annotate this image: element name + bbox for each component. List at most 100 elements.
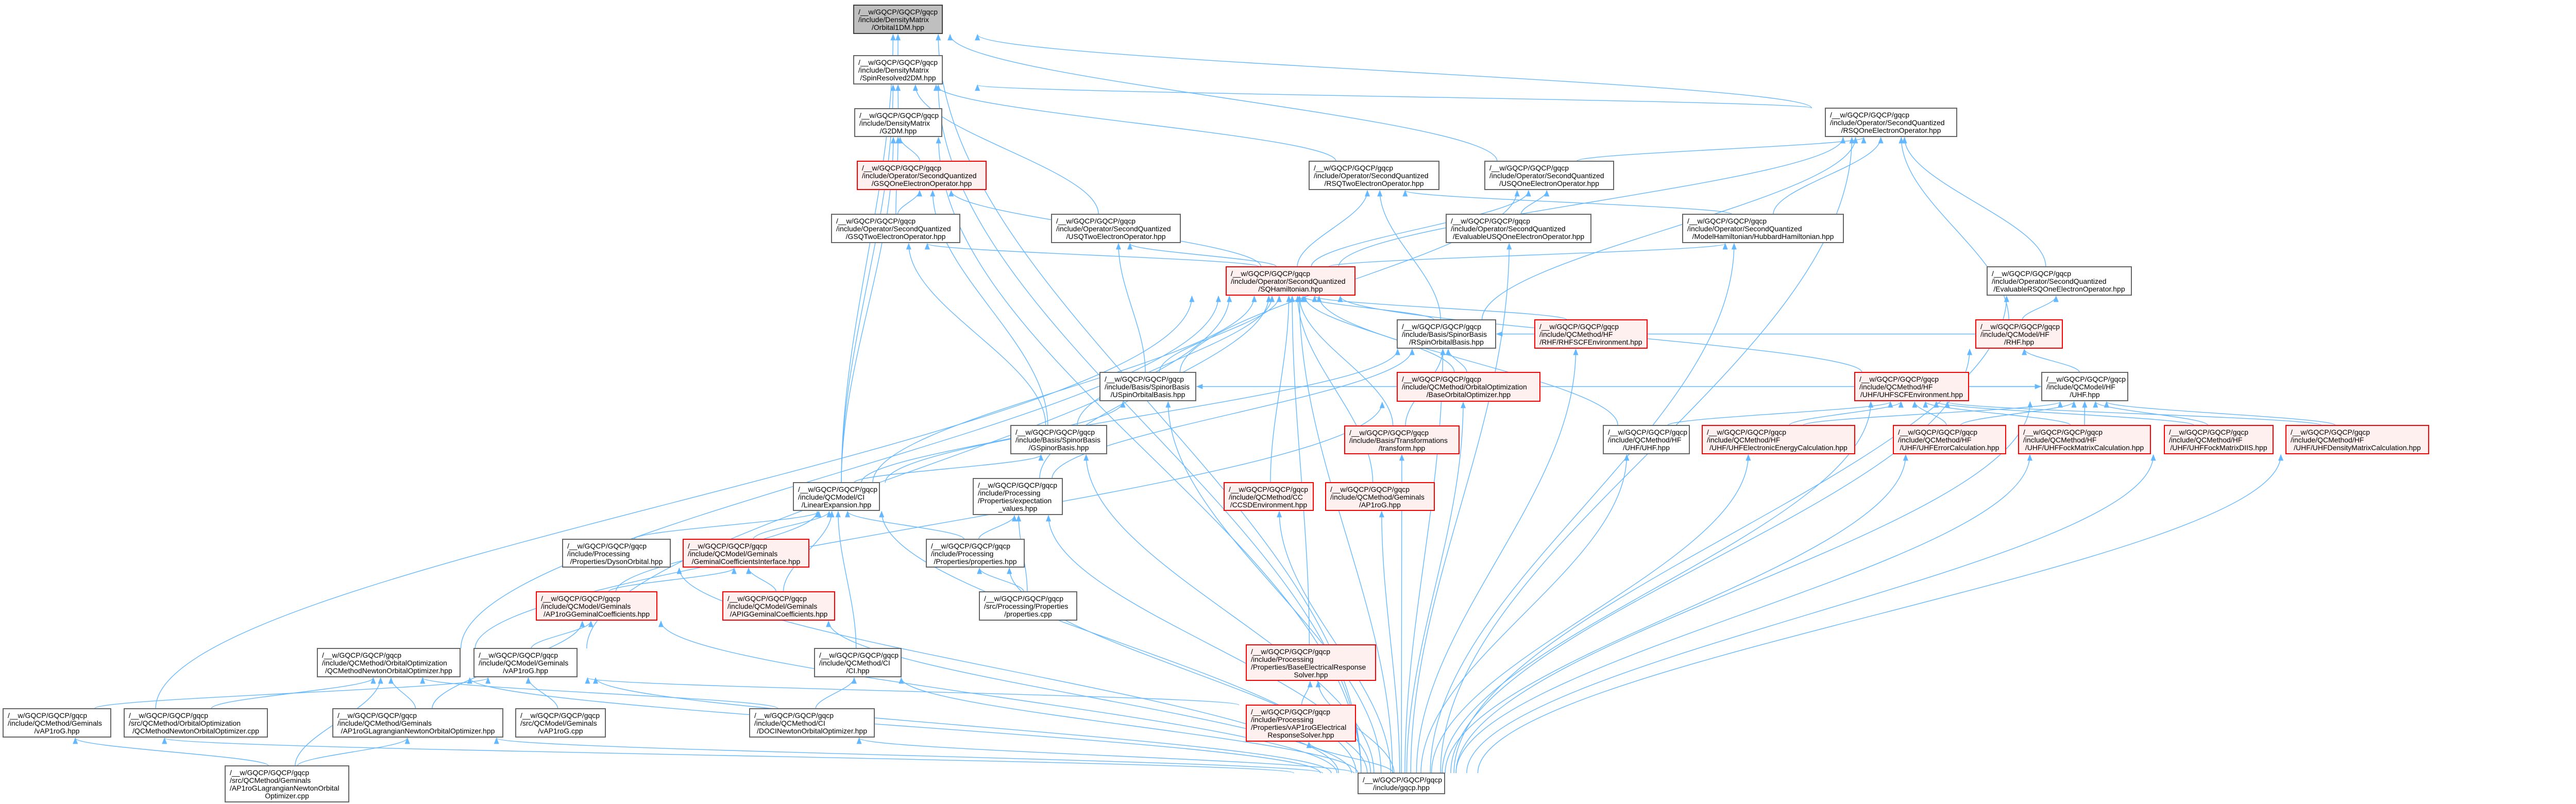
graph-node-doci[interactable]: /__w/GQCP/GQCP/gqcp/include/QCMethod/CI/… <box>749 708 875 738</box>
graph-node-uhferror[interactable]: /__w/GQCP/GQCP/gqcp/include/QCMethod/HF/… <box>1893 425 2006 454</box>
node-box[interactable] <box>1246 705 1356 742</box>
node-box[interactable] <box>1099 372 1196 401</box>
node-box[interactable] <box>722 591 835 621</box>
node-box[interactable] <box>1051 214 1181 243</box>
graph-node-ccsd[interactable]: /__w/GQCP/GQCP/gqcp/include/QCMethod/CC/… <box>1224 482 1314 511</box>
node-box[interactable] <box>1344 425 1460 454</box>
graph-node-rhfscf[interactable]: /__w/GQCP/GQCP/gqcp/include/QCMethod/HF/… <box>1534 319 1648 349</box>
graph-node-vap1model[interactable]: /__w/GQCP/GQCP/gqcp/include/QCModel/Gemi… <box>473 648 578 677</box>
node-box[interactable] <box>1603 425 1690 454</box>
graph-node-evusq[interactable]: /__w/GQCP/GQCP/gqcp/include/Operator/Sec… <box>1446 214 1591 243</box>
node-box[interactable] <box>1358 773 1445 794</box>
node-box[interactable] <box>853 55 943 84</box>
graph-node-dyson[interactable]: /__w/GQCP/GQCP/gqcp/include/Processing/P… <box>562 539 671 568</box>
node-box[interactable] <box>2041 372 2128 401</box>
graph-node-usq1[interactable]: /__w/GQCP/GQCP/gqcp/include/Operator/Sec… <box>1484 161 1614 190</box>
graph-node-diis[interactable]: /__w/GQCP/GQCP/gqcp/include/QCMethod/HF/… <box>2164 425 2274 454</box>
graph-node-rsq1[interactable]: /__w/GQCP/GQCP/gqcp/include/Operator/Sec… <box>1825 108 1957 137</box>
node-box[interactable] <box>683 539 809 568</box>
graph-node-usob[interactable]: /__w/GQCP/GQCP/gqcp/include/Basis/Spinor… <box>1099 372 1196 401</box>
graph-node-o1dm[interactable]: /__w/GQCP/GQCP/gqcp/include/DensityMatri… <box>853 5 943 34</box>
graph-node-uhffock[interactable]: /__w/GQCP/GQCP/gqcp/include/QCMethod/HF/… <box>2018 425 2151 454</box>
node-box[interactable] <box>1397 372 1540 402</box>
node-box[interactable] <box>979 591 1077 621</box>
graph-node-gqcp[interactable]: /__w/GQCP/GQCP/gqcp/include/gqcp.hpp <box>1358 773 1445 794</box>
node-box[interactable] <box>973 478 1063 515</box>
node-box[interactable] <box>2018 425 2151 454</box>
node-box[interactable] <box>1309 161 1439 190</box>
node-box[interactable] <box>1446 214 1591 243</box>
graph-node-uhfscf[interactable]: /__w/GQCP/GQCP/gqcp/include/QCMethod/HF/… <box>1854 372 1969 401</box>
node-box[interactable] <box>1893 425 2006 454</box>
graph-node-vap1cpp[interactable]: /__w/GQCP/GQCP/gqcp/src/QCModel/Geminals… <box>515 708 606 738</box>
graph-node-ap1gc[interactable]: /__w/GQCP/GQCP/gqcp/include/QCModel/Gemi… <box>536 591 657 621</box>
node-box[interactable] <box>1325 482 1435 511</box>
graph-node-uhfmethod[interactable]: /__w/GQCP/GQCP/gqcp/include/QCMethod/HF/… <box>1603 425 1690 454</box>
graph-node-evrsq[interactable]: /__w/GQCP/GQCP/gqcp/include/Operator/Sec… <box>1987 266 2132 296</box>
graph-node-apig[interactable]: /__w/GQCP/GQCP/gqcp/include/QCModel/Gemi… <box>722 591 835 621</box>
graph-node-linexp[interactable]: /__w/GQCP/GQCP/gqcp/include/QCModel/CI/L… <box>793 482 880 511</box>
graph-node-ci[interactable]: /__w/GQCP/GQCP/gqcp/include/QCMethod/CI/… <box>814 648 902 677</box>
node-box[interactable] <box>562 539 671 568</box>
node-box[interactable] <box>1246 644 1376 681</box>
node-box[interactable] <box>1975 319 2063 349</box>
node-box[interactable] <box>814 648 902 677</box>
graph-node-vap1ers[interactable]: /__w/GQCP/GQCP/gqcp/include/Processing/P… <box>1246 705 1356 742</box>
graph-node-propshpp[interactable]: /__w/GQCP/GQCP/gqcp/include/Processing/P… <box>926 539 1025 568</box>
node-box[interactable] <box>1397 319 1496 349</box>
node-box[interactable] <box>1854 372 1969 401</box>
node-box[interactable] <box>3 708 111 738</box>
graph-node-rsq2[interactable]: /__w/GQCP/GQCP/gqcp/include/Operator/Sec… <box>1309 161 1439 190</box>
node-box[interactable] <box>853 5 943 34</box>
graph-node-ap1lagcpp[interactable]: /__w/GQCP/GQCP/gqcp/src/QCMethod/Geminal… <box>225 765 349 802</box>
graph-node-sr2dm[interactable]: /__w/GQCP/GQCP/gqcp/include/DensityMatri… <box>853 55 943 84</box>
graph-node-ap1rog[interactable]: /__w/GQCP/GQCP/gqcp/include/QCMethod/Gem… <box>1325 482 1435 511</box>
node-box[interactable] <box>857 161 987 190</box>
graph-node-uhfenergy[interactable]: /__w/GQCP/GQCP/gqcp/include/QCMethod/HF/… <box>1702 425 1855 454</box>
node-box[interactable] <box>332 708 503 738</box>
node-box[interactable] <box>793 482 880 511</box>
graph-node-uhfmodel[interactable]: /__w/GQCP/GQCP/gqcp/include/QCModel/HF/U… <box>2041 372 2128 401</box>
graph-node-transform[interactable]: /__w/GQCP/GQCP/gqcp/include/Basis/Transf… <box>1344 425 1460 454</box>
graph-node-vap1method[interactable]: /__w/GQCP/GQCP/gqcp/include/QCMethod/Gem… <box>3 708 111 738</box>
node-box[interactable] <box>1484 161 1614 190</box>
node-box[interactable] <box>831 214 960 243</box>
node-box[interactable] <box>536 591 657 621</box>
node-box[interactable] <box>1226 266 1355 296</box>
graph-node-baseoo[interactable]: /__w/GQCP/GQCP/gqcp/include/QCMethod/Orb… <box>1397 372 1540 402</box>
graph-node-g2dm[interactable]: /__w/GQCP/GQCP/gqcp/include/DensityMatri… <box>854 108 942 137</box>
graph-node-gsq1[interactable]: /__w/GQCP/GQCP/gqcp/include/Operator/Sec… <box>857 161 987 190</box>
node-box[interactable] <box>749 708 875 738</box>
node-box[interactable] <box>1825 108 1957 137</box>
graph-node-sqham[interactable]: /__w/GQCP/GQCP/gqcp/include/Operator/Sec… <box>1226 266 1355 296</box>
graph-node-density[interactable]: /__w/GQCP/GQCP/gqcp/include/QCMethod/HF/… <box>2285 425 2429 454</box>
graph-node-usq2[interactable]: /__w/GQCP/GQCP/gqcp/include/Operator/Sec… <box>1051 214 1181 243</box>
node-box[interactable] <box>926 539 1025 568</box>
node-box[interactable] <box>2285 425 2429 454</box>
graph-node-propscpp[interactable]: /__w/GQCP/GQCP/gqcp/src/Processing/Prope… <box>979 591 1077 621</box>
graph-node-hubbard[interactable]: /__w/GQCP/GQCP/gqcp/include/Operator/Sec… <box>1682 214 1844 243</box>
graph-node-qcnoo[interactable]: /__w/GQCP/GQCP/gqcp/include/QCMethod/Orb… <box>317 648 461 677</box>
graph-node-expval[interactable]: /__w/GQCP/GQCP/gqcp/include/Processing/P… <box>973 478 1063 515</box>
node-box[interactable] <box>515 708 606 738</box>
node-box[interactable] <box>854 108 942 137</box>
node-box[interactable] <box>1224 482 1314 511</box>
node-box[interactable] <box>473 648 578 677</box>
node-box[interactable] <box>1010 425 1107 454</box>
node-box[interactable] <box>225 765 349 802</box>
graph-node-gsq2[interactable]: /__w/GQCP/GQCP/gqcp/include/Operator/Sec… <box>831 214 960 243</box>
graph-node-gci[interactable]: /__w/GQCP/GQCP/gqcp/include/QCModel/Gemi… <box>683 539 809 568</box>
node-box[interactable] <box>1534 319 1648 349</box>
graph-node-rhf[interactable]: /__w/GQCP/GQCP/gqcp/include/QCModel/HF/R… <box>1975 319 2063 349</box>
node-box[interactable] <box>1682 214 1844 243</box>
node-box[interactable] <box>317 648 461 677</box>
graph-node-rsob[interactable]: /__w/GQCP/GQCP/gqcp/include/Basis/Spinor… <box>1397 319 1496 349</box>
node-box[interactable] <box>1987 266 2132 296</box>
graph-node-qcnoocpp[interactable]: /__w/GQCP/GQCP/gqcp/src/QCMethod/Orbital… <box>124 708 268 738</box>
node-box[interactable] <box>1702 425 1855 454</box>
node-box[interactable] <box>124 708 268 738</box>
graph-node-gsb[interactable]: /__w/GQCP/GQCP/gqcp/include/Basis/Spinor… <box>1010 425 1107 454</box>
node-box[interactable] <box>2164 425 2274 454</box>
graph-node-baseers[interactable]: /__w/GQCP/GQCP/gqcp/include/Processing/P… <box>1246 644 1376 681</box>
graph-node-ap1lag[interactable]: /__w/GQCP/GQCP/gqcp/include/QCMethod/Gem… <box>332 708 503 738</box>
